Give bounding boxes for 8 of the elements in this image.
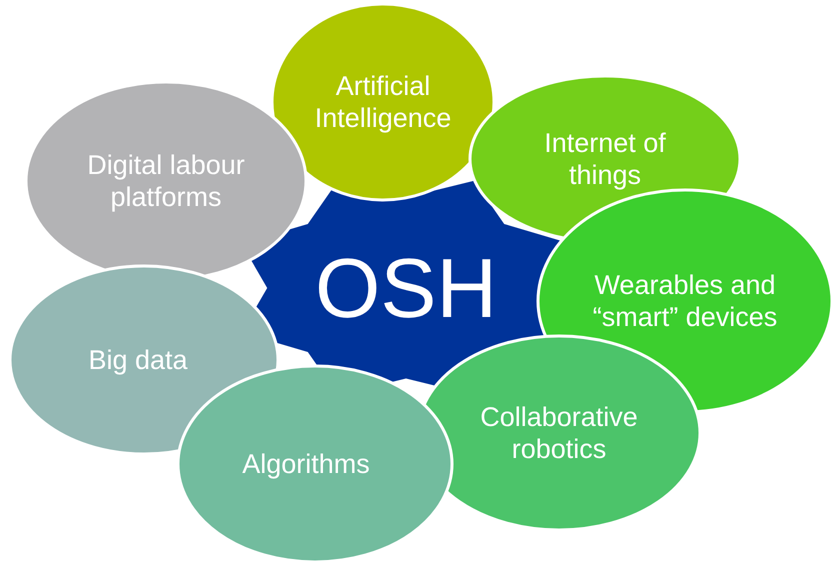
center-title: OSH bbox=[314, 246, 498, 330]
topic-label: Wearables and “smart” devices bbox=[592, 268, 778, 334]
topic-label: Big data bbox=[87, 344, 189, 376]
topic-label: Algorithms bbox=[241, 448, 371, 480]
topic-label: Internet of things bbox=[543, 126, 667, 192]
topic-label: Artificial Intelligence bbox=[314, 70, 452, 134]
topic-label: Digital labour platforms bbox=[86, 148, 246, 214]
topic-label: Collaborative robotics bbox=[479, 400, 639, 466]
